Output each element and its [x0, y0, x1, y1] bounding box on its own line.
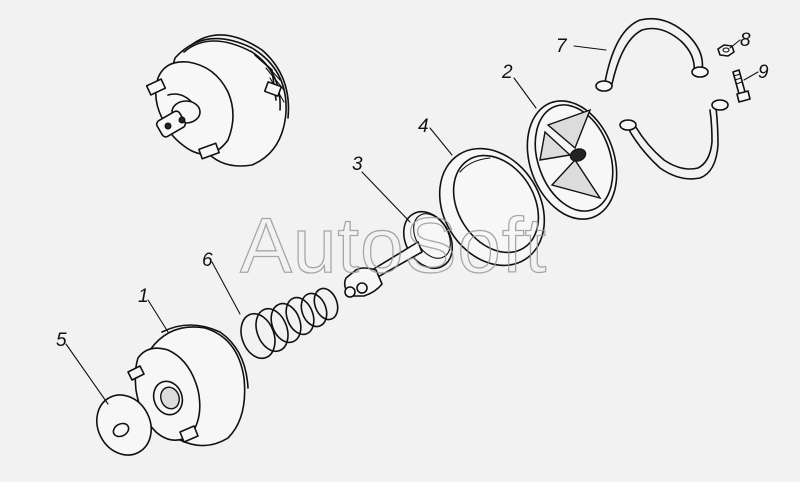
- callout-4: 4: [418, 116, 429, 137]
- part-9-bolt: [732, 69, 751, 103]
- leader-9: [743, 71, 759, 81]
- part-2-diaphragm: [526, 100, 618, 220]
- callout-5: 5: [56, 330, 67, 351]
- leader-5: [65, 343, 109, 405]
- callout-9: 9: [758, 62, 769, 83]
- callout-2: 2: [501, 62, 513, 83]
- callout-6: 6: [202, 250, 213, 271]
- leader-3: [361, 171, 411, 223]
- part-5-washer: [96, 394, 152, 456]
- leader-8: [729, 39, 741, 49]
- leader-lines: [65, 39, 759, 405]
- part-7-clamp-band-upper: [595, 17, 709, 92]
- callouts: 7 8 9 2 4 3 6 1 5: [56, 30, 769, 351]
- callout-8: 8: [740, 30, 751, 51]
- part-3-push-rod: [343, 210, 454, 298]
- callout-1: 1: [138, 286, 149, 307]
- part-4-ring: [438, 147, 546, 267]
- callout-3: 3: [352, 154, 363, 175]
- part-6-spring: [240, 287, 339, 360]
- part-1-housing: [127, 324, 249, 447]
- leader-2: [513, 77, 537, 109]
- callout-7: 7: [556, 36, 568, 57]
- leader-4: [429, 127, 453, 156]
- leader-7: [573, 45, 607, 51]
- assembled-brake-chamber: [145, 34, 290, 167]
- part-7-clamp-band-lower: [619, 99, 729, 180]
- watermark-text: AutoSoft: [240, 201, 547, 289]
- leader-1: [147, 299, 169, 333]
- leader-6: [211, 261, 241, 315]
